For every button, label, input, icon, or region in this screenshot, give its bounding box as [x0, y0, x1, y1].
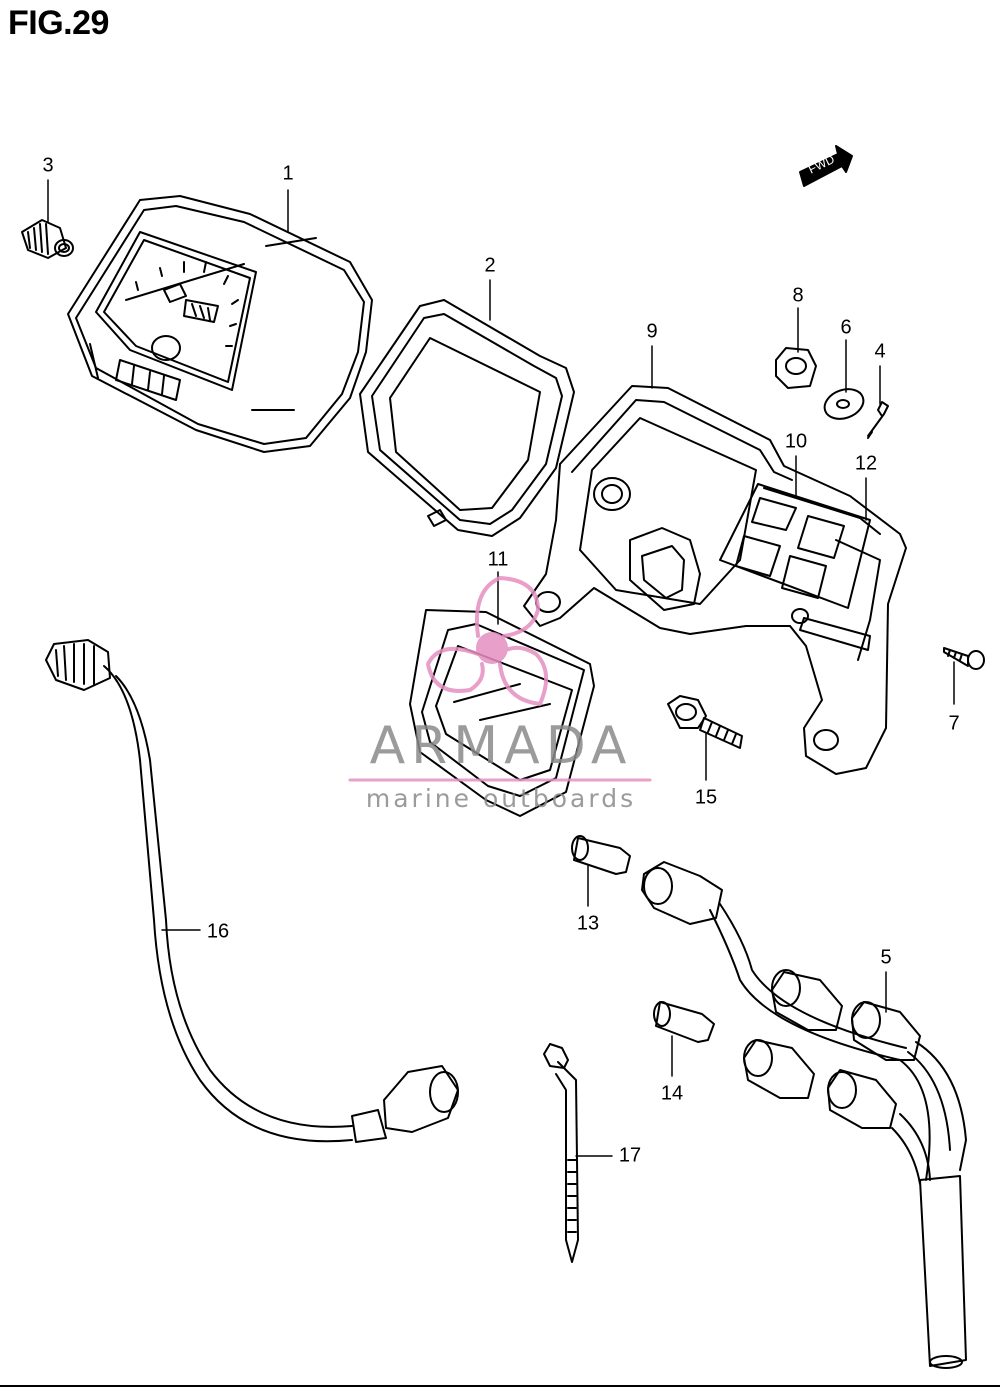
- part-13-bulb: [571, 835, 631, 875]
- callout-5: 5: [880, 946, 892, 969]
- callout-6: 6: [840, 316, 852, 339]
- callout-17: 17: [618, 1144, 642, 1167]
- callout-10: 10: [784, 430, 808, 453]
- callout-leader-lines: [47, 179, 955, 1157]
- callout-7: 7: [948, 712, 960, 735]
- callout-14: 14: [660, 1082, 684, 1105]
- part-7-screw: [943, 647, 985, 670]
- callout-2: 2: [484, 254, 496, 277]
- part-4-clip: [867, 401, 889, 439]
- callout-13: 13: [576, 912, 600, 935]
- figure-title: FIG.29: [8, 4, 109, 42]
- callout-16: 16: [206, 920, 230, 943]
- part-14-bulb: [653, 1001, 715, 1043]
- callout-15: 15: [694, 786, 718, 809]
- callout-9: 9: [646, 320, 658, 343]
- part-2-bezel-ring: [359, 299, 575, 537]
- fwd-direction-arrow-icon: [799, 145, 853, 187]
- callout-12: 12: [854, 452, 878, 475]
- part-5-socket-harness: [641, 861, 967, 1369]
- watermark-tagline: marine outboards: [365, 784, 637, 813]
- part-8-grommet: [775, 347, 817, 389]
- callout-8: 8: [792, 284, 804, 307]
- callout-3: 3: [42, 154, 54, 177]
- part-3-cable-nut: [21, 219, 74, 259]
- part-10-indicator-panel: [719, 483, 871, 609]
- callout-1: 1: [282, 162, 294, 185]
- part-12-seal: [763, 487, 881, 535]
- part-16-speedometer-cable: [45, 639, 459, 1143]
- callout-4: 4: [874, 340, 886, 363]
- part-11-indicator-lens: [409, 609, 595, 817]
- watermark-propeller-logo: [348, 576, 652, 782]
- callout-11: 11: [487, 548, 509, 571]
- part-15-bolt: [667, 695, 743, 749]
- part-1-speedometer-assembly: [67, 195, 373, 453]
- part-17-cable-tie: [543, 1043, 579, 1263]
- part-9-meter-case: [523, 385, 907, 775]
- watermark-brand: ARMADA: [369, 716, 633, 776]
- part-6-washer: [823, 388, 865, 420]
